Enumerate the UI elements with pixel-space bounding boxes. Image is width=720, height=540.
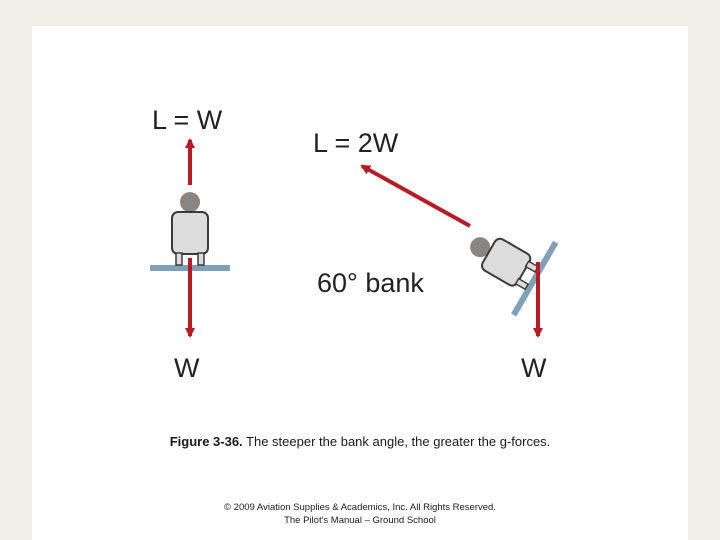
banked-flight-figure: L = 2W 60° bank W xyxy=(313,128,559,383)
level-lift-label: L = W xyxy=(152,105,223,135)
banked-pilot xyxy=(470,237,559,317)
banked-lift-label: L = 2W xyxy=(313,128,399,158)
slide-footer: © 2009 Aviation Supplies & Academics, In… xyxy=(0,501,720,527)
level-pilot-head xyxy=(180,192,200,212)
book-title: The Pilot's Manual – Ground School xyxy=(284,515,436,526)
figure-number: Figure 3-36. xyxy=(169,434,243,449)
level-weight-label: W xyxy=(174,353,200,383)
level-pilot-leg-right xyxy=(197,252,205,266)
level-pilot-body xyxy=(171,211,209,255)
banked-pilot-leg-left xyxy=(514,277,530,291)
figure-caption: Figure 3-36. The steeper the bank angle,… xyxy=(0,434,720,449)
banked-seat-surface xyxy=(511,240,559,317)
slide-panel xyxy=(32,26,688,540)
bank-angle-label: 60° bank xyxy=(317,268,424,298)
copyright-notice: © 2009 Aviation Supplies & Academics, In… xyxy=(224,502,496,513)
level-flight-figure: L = W W xyxy=(150,105,230,383)
banked-weight-label: W xyxy=(521,353,547,383)
level-pilot-leg-left xyxy=(175,252,183,266)
banked-lift-arrow xyxy=(360,164,471,228)
figure-caption-text: The steeper the bank angle, the greater … xyxy=(242,434,551,449)
banked-pilot-head xyxy=(470,237,491,258)
banked-pilot-body xyxy=(481,237,532,287)
